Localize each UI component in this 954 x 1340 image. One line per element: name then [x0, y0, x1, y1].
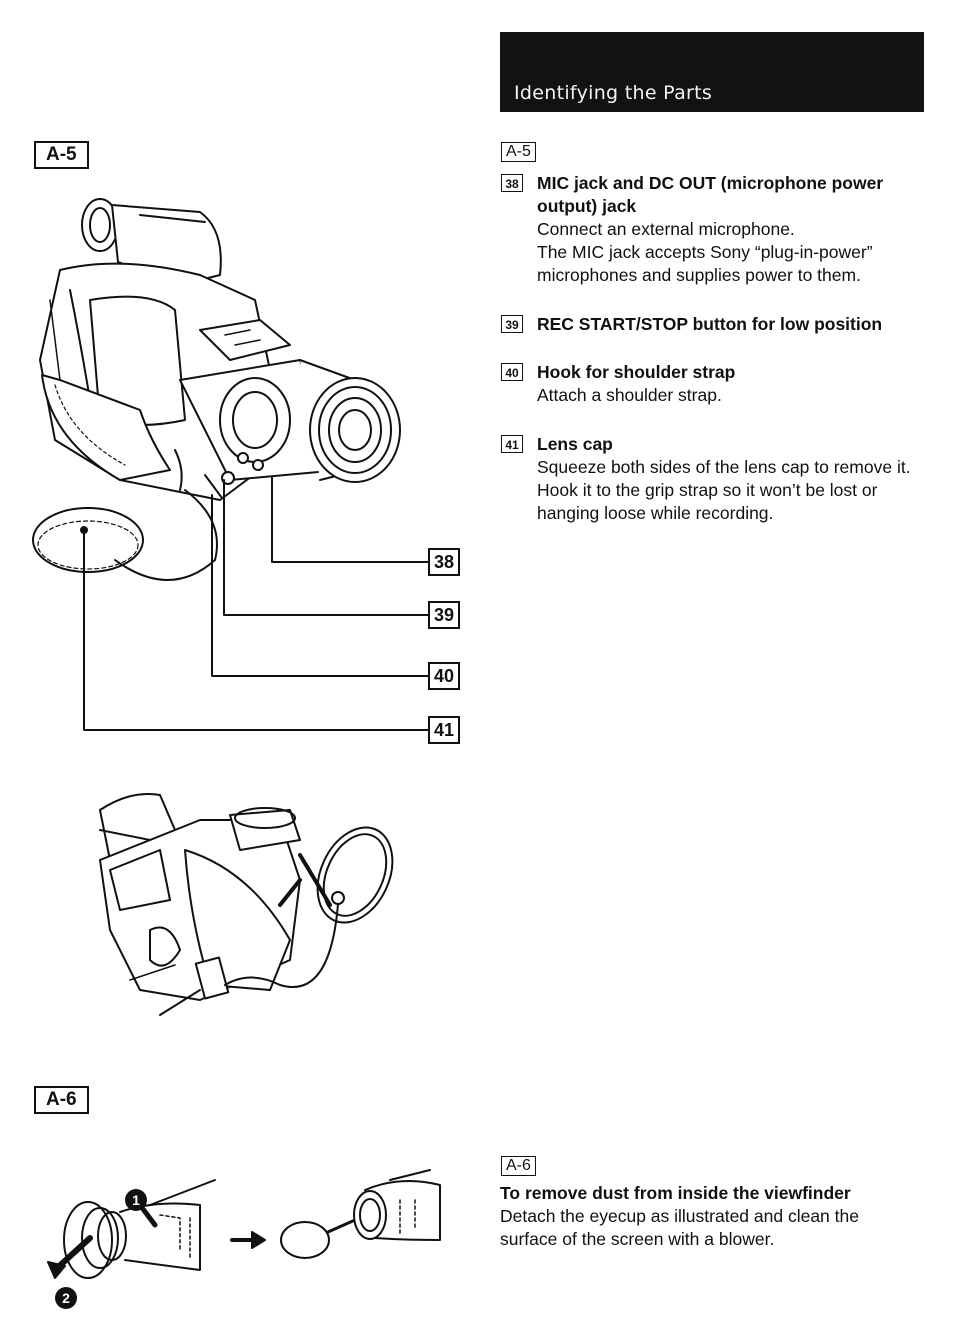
- part-number: 38: [501, 174, 523, 192]
- part-item-40: 40 Hook for shoulder strap Attach a shou…: [501, 361, 921, 407]
- callout-39: 39: [428, 601, 460, 629]
- step-marker-2: 2: [62, 1290, 70, 1306]
- camcorder-strap-illustration: [99, 793, 394, 1016]
- page-title: Identifying the Parts: [514, 82, 713, 104]
- part-description: Connect an external microphone. The MIC …: [537, 219, 873, 285]
- viewfinder-dust-illustration: [47, 1169, 441, 1279]
- part-description: Squeeze both sides of the lens cap to re…: [537, 457, 911, 523]
- step-marker-1: 1: [132, 1192, 140, 1208]
- figure-label-a6: A-6: [34, 1086, 89, 1114]
- section-label-a6: A-6: [501, 1156, 536, 1176]
- part-description: Attach a shoulder strap.: [537, 385, 722, 405]
- part-item-38: 38 MIC jack and DC OUT (microphone power…: [501, 172, 921, 287]
- dust-description: Detach the eyecup as illustrated and cle…: [500, 1206, 859, 1249]
- part-item-41: 41 Lens cap Squeeze both sides of the le…: [501, 433, 921, 525]
- part-item-39: 39 REC START/STOP button for low positio…: [501, 313, 921, 336]
- header-bar: Identifying the Parts: [500, 32, 924, 112]
- section-label-a5: A-5: [501, 142, 536, 162]
- step-markers: [55, 1189, 147, 1309]
- part-heading: REC START/STOP button for low position: [537, 314, 883, 334]
- callout-40: 40: [428, 662, 460, 690]
- part-number: 39: [501, 315, 523, 333]
- callout-38: 38: [428, 548, 460, 576]
- part-number: 41: [501, 435, 523, 453]
- part-number: 40: [501, 363, 523, 381]
- dust-heading: To remove dust from inside the viewfinde…: [500, 1183, 851, 1203]
- callout-41: 41: [428, 716, 460, 744]
- part-heading: Hook for shoulder strap: [537, 362, 736, 382]
- dust-removal-section: To remove dust from inside the viewfinde…: [500, 1182, 920, 1251]
- camcorder-illustration: [32, 198, 401, 581]
- part-heading: Lens cap: [537, 434, 613, 454]
- figure-label-a5: A-5: [34, 141, 89, 169]
- part-heading: MIC jack and DC OUT (microphone power ou…: [537, 173, 884, 216]
